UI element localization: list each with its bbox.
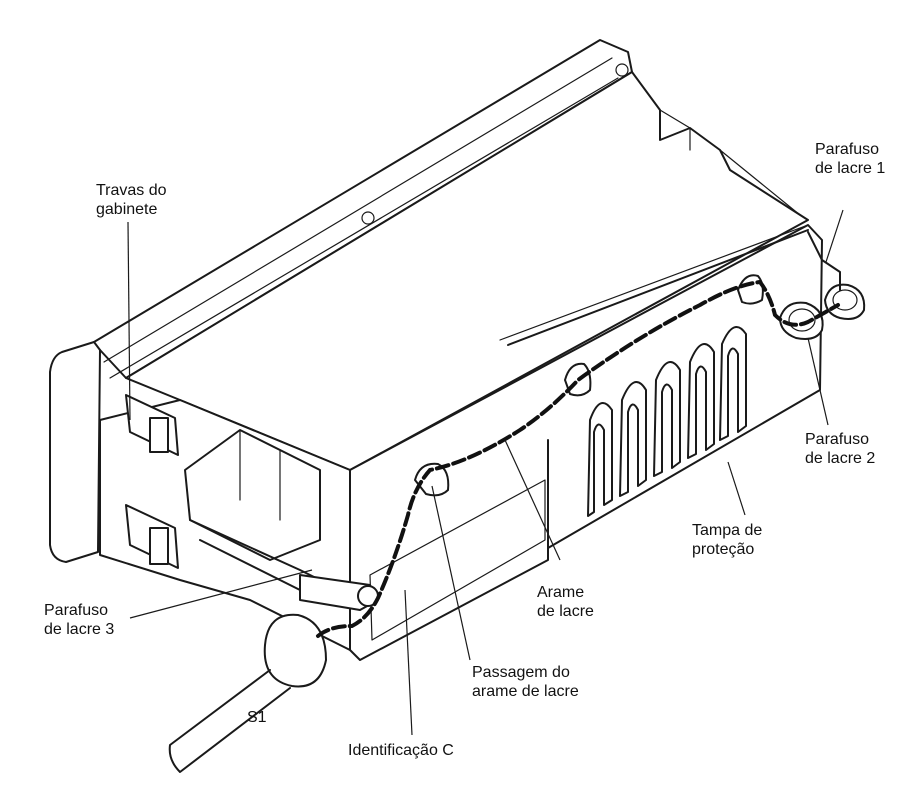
screw-2: [779, 301, 824, 340]
corner-hole: [615, 63, 629, 77]
identification-recess: [369, 479, 546, 641]
protection-cover-ribs: [587, 325, 747, 517]
screw-1: [824, 283, 866, 320]
rail-detail: [239, 429, 281, 521]
side-step: [507, 229, 809, 549]
label-arame-lacre: Arame de lacre: [537, 583, 594, 621]
label-parafuso3-line2: de lacre 3: [44, 621, 115, 638]
label-parafuso2-line1: Parafuso: [805, 431, 870, 448]
label-identificacao-c: Identificação C: [348, 742, 454, 759]
label-travas-line2: gabinete: [96, 201, 158, 218]
top-face-ridges: [499, 109, 809, 341]
front-bezel-rim: [93, 39, 633, 379]
label-parafuso-lacre-2: Parafuso de lacre 2: [805, 430, 875, 468]
label-travas-gabinete: Travas do gabinete: [96, 181, 167, 219]
label-parafuso-lacre-1: Parafuso de lacre 1: [815, 140, 885, 178]
magnifier-lens: [263, 613, 327, 688]
top-hole: [361, 211, 375, 225]
cabinet-latches: [125, 394, 179, 569]
leader-parafuso3: [129, 569, 313, 619]
leader-passagem: [431, 485, 471, 661]
label-parafuso1-line1: Parafuso: [815, 141, 880, 158]
label-parafuso3-line1: Parafuso: [44, 602, 109, 619]
bezel-inner-edge: [103, 57, 619, 379]
front-bezel: [49, 341, 101, 563]
label-travas-line1: Travas do: [96, 182, 167, 199]
label-parafuso2-line2: de lacre 2: [805, 450, 876, 467]
wire-passage-front: [414, 462, 450, 497]
rear-bracket: [807, 231, 841, 291]
label-arame-line2: de lacre: [537, 603, 594, 620]
label-passagem-line2: arame de lacre: [472, 683, 579, 700]
leader-identificacao: [404, 589, 413, 736]
leader-parafuso1: [825, 209, 844, 263]
label-parafuso-lacre-3: Parafuso de lacre 3: [44, 601, 114, 639]
label-passagem-line1: Passagem do: [472, 664, 570, 681]
magnifier-handle: [168, 669, 291, 773]
leader-parafuso2: [807, 337, 829, 426]
leader-tampa: [727, 461, 746, 516]
label-tampa-protecao: Tampa de proteção: [692, 521, 762, 559]
sealing-wire: [316, 279, 840, 638]
label-arame-line1: Arame: [537, 584, 585, 601]
label-passagem-arame: Passagem do arame de lacre: [472, 663, 579, 701]
label-tampa-line2: proteção: [692, 541, 755, 558]
label-s1: S1: [247, 709, 267, 726]
label-parafuso1-line2: de lacre 1: [815, 160, 886, 177]
label-tampa-line1: Tampa de: [692, 522, 763, 539]
leader-travas: [127, 221, 131, 421]
leader-arame: [504, 439, 561, 561]
